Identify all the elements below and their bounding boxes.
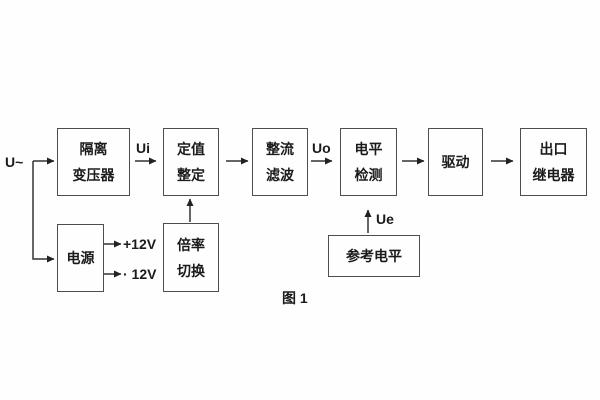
label-ac-input: U~ <box>5 154 24 170</box>
block-power-supply: 电源 <box>57 224 104 292</box>
block-output-relay-label: 出口 继电器 <box>532 141 575 183</box>
block-ratio-switch: 倍率 切换 <box>163 223 219 292</box>
block-output-relay: 出口 继电器 <box>520 128 587 196</box>
block-isolation-transformer-label: 隔离 变压器 <box>72 141 115 183</box>
figure-caption: 图 1 <box>282 290 308 306</box>
label-uo: Uo <box>312 140 331 156</box>
label-plus-12v: +12V <box>123 236 157 252</box>
block-reference-level: 参考电平 <box>328 235 420 277</box>
block-rectifier-filter-label: 整流 滤波 <box>266 141 294 183</box>
block-level-detection-label: 电平 检测 <box>354 141 383 183</box>
block-ratio-switch-label: 倍率 切换 <box>177 236 205 279</box>
block-value-setting-label: 定值 整定 <box>177 141 205 183</box>
label-ue: Ue <box>376 211 394 227</box>
block-drive-label: 驱动 <box>441 154 470 170</box>
block-drive: 驱动 <box>428 128 483 196</box>
label-ui: Ui <box>136 140 150 156</box>
block-power-supply-label: 电源 <box>66 250 95 266</box>
label-minus-12v: · 12V <box>123 266 157 282</box>
block-value-setting: 定值 整定 <box>163 128 219 196</box>
block-isolation-transformer: 隔离 变压器 <box>57 128 130 196</box>
block-reference-level-label: 参考电平 <box>346 248 402 264</box>
block-rectifier-filter: 整流 滤波 <box>252 128 308 196</box>
block-level-detection: 电平 检测 <box>340 128 397 196</box>
arrow-input-to-power <box>32 161 55 263</box>
